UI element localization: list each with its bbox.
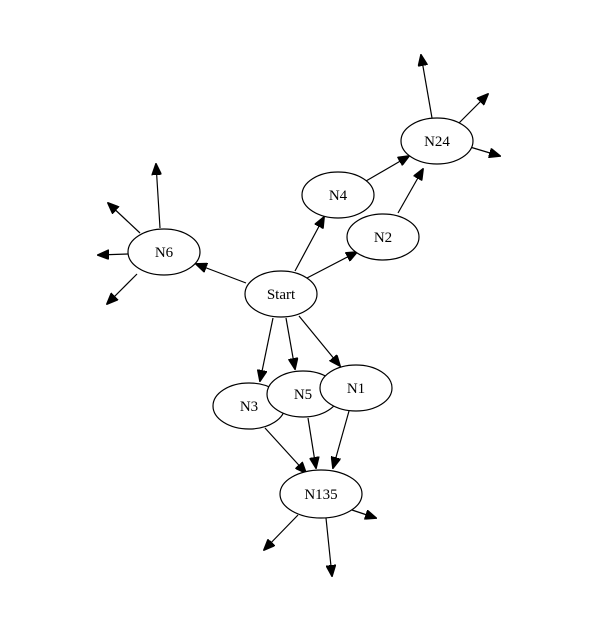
edge-start-n5 bbox=[285, 317, 295, 369]
node-n6[interactable]: N6 bbox=[127, 228, 201, 276]
edge-n3-n135 bbox=[264, 427, 306, 473]
edge-n135-downleft bbox=[264, 514, 299, 550]
edge-n2-n24 bbox=[397, 169, 423, 214]
node-start-label: Start bbox=[267, 287, 296, 303]
edge-n24-upright bbox=[457, 94, 488, 125]
edge-n24-up bbox=[421, 55, 433, 119]
node-n4[interactable]: N4 bbox=[301, 171, 375, 219]
node-n2-label: N2 bbox=[374, 230, 392, 246]
node-n1[interactable]: N1 bbox=[319, 364, 393, 412]
node-n6-label: N6 bbox=[155, 245, 174, 261]
node-n1-label: N1 bbox=[347, 381, 365, 397]
node-start[interactable]: Start bbox=[244, 270, 318, 318]
nodes: N4 N2 N24 N6 Start N3 N5 N1 bbox=[127, 117, 474, 519]
edge-start-n3 bbox=[260, 317, 274, 381]
stub-edges bbox=[98, 55, 500, 576]
edge-n24-right bbox=[469, 146, 500, 156]
edge-n4-n24 bbox=[365, 156, 409, 182]
edge-start-n4 bbox=[294, 217, 324, 272]
edge-n6-downleft bbox=[107, 273, 138, 304]
edge-n6-left bbox=[98, 254, 129, 255]
edge-start-n1 bbox=[298, 315, 340, 366]
node-n5-label: N5 bbox=[294, 387, 312, 403]
node-n135-label: N135 bbox=[304, 487, 337, 503]
node-n4-label: N4 bbox=[329, 188, 348, 204]
edge-n135-down bbox=[325, 517, 332, 576]
node-n24[interactable]: N24 bbox=[400, 117, 474, 165]
edge-n135-right bbox=[351, 509, 376, 518]
edge-start-n2 bbox=[306, 252, 357, 279]
node-n24-label: N24 bbox=[424, 134, 450, 150]
node-n2[interactable]: N2 bbox=[346, 213, 420, 261]
edges bbox=[196, 156, 423, 473]
edge-start-n6 bbox=[196, 264, 247, 284]
edge-n5-n135 bbox=[307, 417, 316, 468]
edge-n6-upleft bbox=[108, 203, 141, 234]
edge-n1-n135 bbox=[333, 410, 350, 468]
edge-n6-up bbox=[156, 164, 160, 229]
node-n3-label: N3 bbox=[240, 399, 258, 415]
node-n135[interactable]: N135 bbox=[279, 469, 363, 519]
